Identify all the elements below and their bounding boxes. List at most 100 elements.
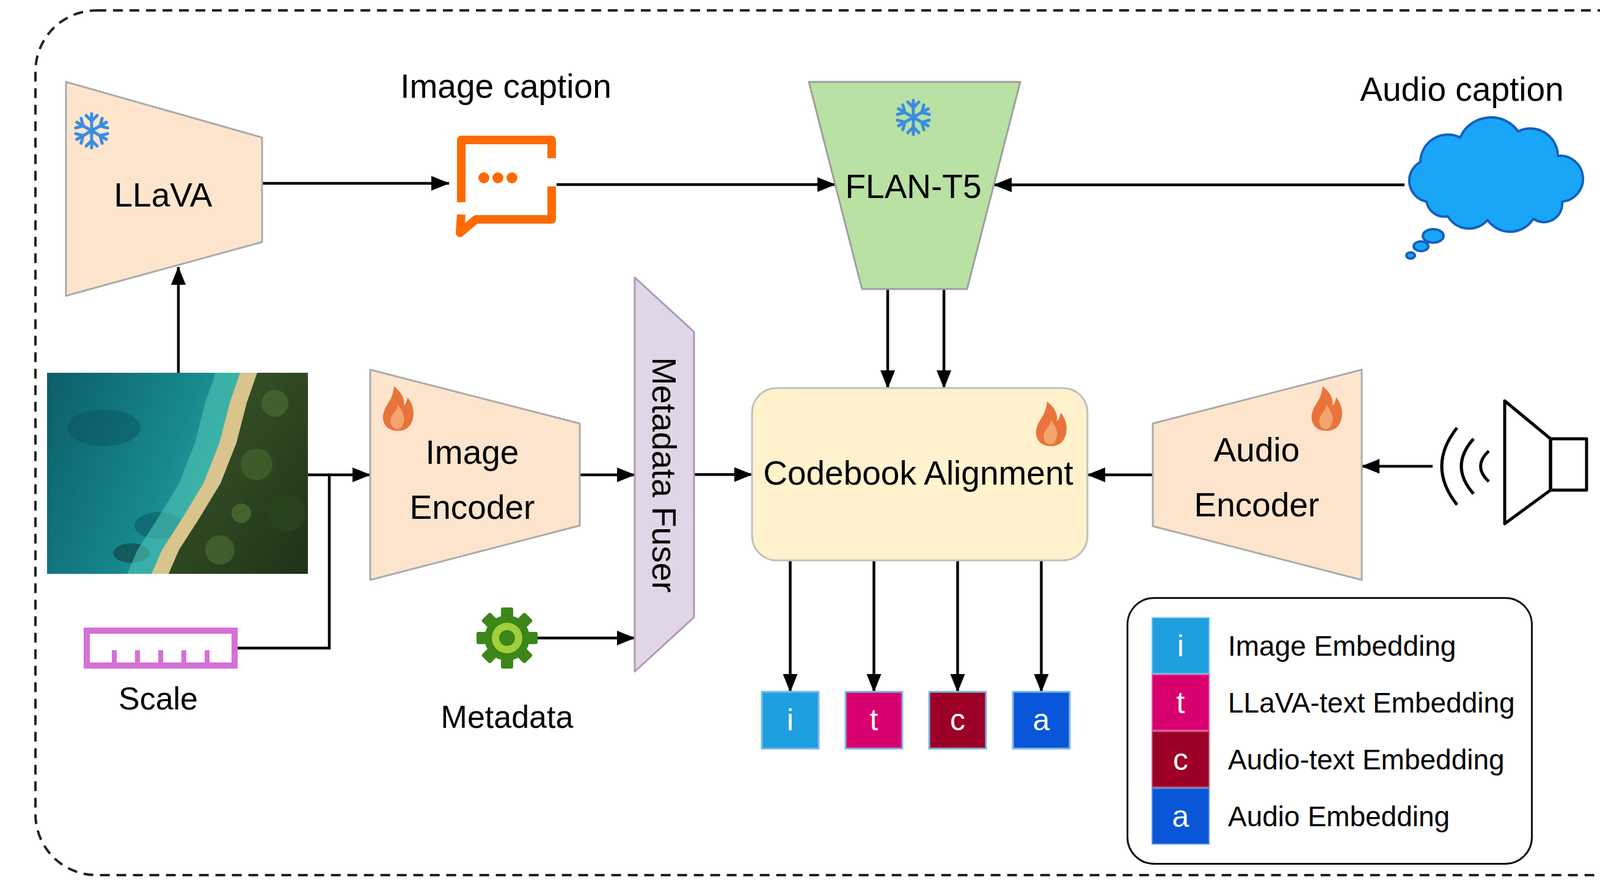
speaker-symbol [1441,400,1587,524]
thought-cloud: Audio caption [1402,109,1580,260]
ruler-icon: Scale [83,627,238,669]
ruler-icon-outline-part [86,630,235,666]
swatch-letter: i [1177,628,1184,664]
swatch-letter: t [1176,684,1186,721]
speaker-symbol-part [1461,438,1474,494]
trainable-icon-part [383,386,414,431]
frozen-icon-part-part [86,115,98,121]
audio-feed-arrow [1361,464,1433,468]
coast-photo [47,372,308,574]
coast-photo-part [67,409,141,446]
swatch-letter: c [1172,741,1189,778]
coast-photo-part [47,372,308,574]
frozen-model-outline-part [65,81,263,296]
flow-arrow [262,182,450,186]
process-box-outline-part [752,387,1088,561]
frozen-icon-part [73,117,95,136]
legend-label: LLaVA-text Embedding [1227,686,1516,720]
encoder-block-outline [370,369,580,580]
frozen-icon-part [895,103,916,123]
thought-cloud-outline [1402,109,1580,260]
node-label: Metadata Fuser [643,356,683,592]
gear-icon: Metadata [476,607,538,669]
gear-icon-outline-part [476,607,538,669]
flow-arrow [1039,560,1043,692]
frozen-model: LLaVA [65,81,263,296]
frozen-icon-part-part [907,127,919,133]
speaker-symbol-part [1480,450,1490,482]
legend-label: Audio Embedding [1227,799,1450,833]
frozen-icon-part-part [918,105,930,118]
frozen-model-outline-part [808,81,1021,289]
encoder-block-outline-part [370,369,580,580]
frozen-icon-part-part [97,118,108,131]
trainable-icon-part [1036,401,1067,446]
frozen-icon-part-part [86,140,98,147]
embedding-box-outline-part [1012,691,1070,749]
coast-photo-part [205,535,235,565]
flow-arrow [886,288,890,388]
trainable-icon [383,386,414,431]
ruler-icon-outline-part [111,650,117,664]
legend-swatch: i [1151,617,1210,674]
node-label: Audio Encoder [1177,422,1337,533]
legend-row: a Audio Embedding [1151,787,1516,845]
legend-row: cAudio-text Embedding [1151,730,1516,788]
node-label: i [786,702,794,738]
speaker-symbol-part [1504,400,1551,524]
node-label: Image Encoder [392,424,552,535]
frozen-icon-part-part [97,130,108,143]
node-label: c [949,702,966,738]
ruler-icon-outline [83,627,238,669]
frozen-icon-part-part [897,117,908,130]
caption-icon-outline-part [492,172,504,184]
swatch-letter: a [1172,798,1190,834]
node-label: Codebook Alignment [763,453,1074,493]
embedding-box-outline-part [761,691,819,749]
coast-photo-part [168,372,308,574]
ruler-icon-outline-part [181,650,187,664]
node-label: t [869,702,879,738]
process-box: Codebook Alignment [752,387,1088,561]
caption-icon: Image caption [449,127,559,238]
thought-cloud-outline-part [1413,241,1429,252]
gear-icon-outline-part-part [491,622,523,654]
frozen-icon-part-part [897,105,908,118]
coast-photo-part [240,448,273,481]
embedding-box-outline-part [845,691,903,749]
legend-swatch: t [1151,673,1210,731]
embedding-box-outline-part [929,691,987,749]
caption-icon-outline-part [478,172,490,184]
thought-cloud-outline-part [1406,252,1415,259]
caption-icon-outline-part [460,139,552,233]
thought-cloud-outline-part [1409,117,1583,232]
flow-arrow [694,472,753,476]
encoder-block-outline [1152,369,1362,580]
thought-cloud-outline-part [1422,229,1444,243]
flow-arrow [788,560,792,692]
flow-arrow [993,183,1405,187]
embedding-box: c [929,691,987,749]
coast-photo-part [268,494,306,532]
trainable-icon [1311,386,1343,431]
node-label: a [1033,702,1051,738]
flow-arrow [1087,473,1153,477]
node-label: Metadata [441,698,574,736]
caption-icon-outline-part [506,172,518,184]
flow-arrow [942,288,946,388]
legend-swatch: c [1151,730,1210,788]
node-label: Image caption [400,67,612,106]
flow-arrow [579,473,635,477]
trainable-icon [1036,401,1067,446]
encoder-block: Audio Encoder [1152,369,1362,580]
frozen-icon-part-part [918,117,930,130]
caption-icon-outline [449,127,559,238]
flow-arrow [235,474,371,649]
speaker-symbol-part [1441,427,1458,505]
image-feed-wire [307,473,330,477]
trainable-icon-part [1311,386,1343,431]
frozen-icon-part-part [907,102,919,108]
node-label: Audio caption [1359,70,1564,109]
legend-box: iImage EmbeddingtLLaVA-text EmbeddingcAu… [1126,596,1533,865]
embedding-box: i [761,691,819,749]
